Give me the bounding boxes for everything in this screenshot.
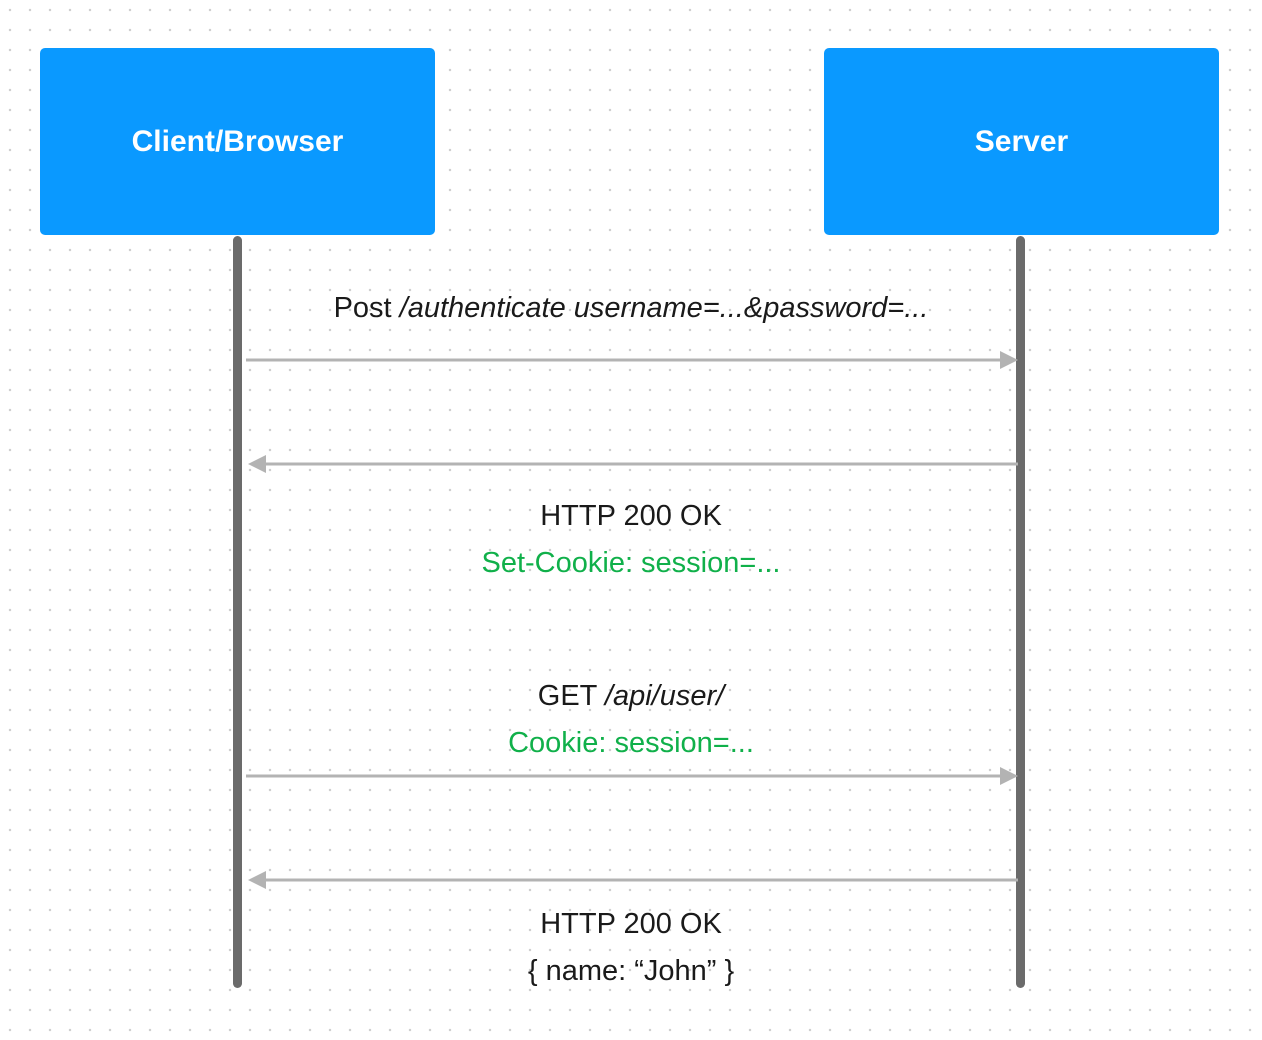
authenticate-request-label: Post /authenticate username=...&password… [0, 291, 1262, 325]
response-body: { name: “John” } [527, 955, 735, 987]
request-path: /api/user/ [604, 680, 725, 712]
get-user-response-status: HTTP 200 OK [540, 908, 722, 940]
arrow-authenticate-request [246, 351, 1018, 369]
server-lifeline [1016, 236, 1025, 988]
set-cookie-header: Set-Cookie: session=... [481, 547, 781, 579]
arrow-authenticate-response [248, 455, 1018, 473]
request-method: Post [333, 292, 392, 324]
cookie-header: Cookie: session=... [508, 727, 754, 759]
arrow-get-user-request [246, 767, 1018, 785]
server-actor: Server [824, 48, 1219, 235]
get-user-request-label: GET /api/user/ [0, 679, 1262, 713]
server-label: Server [974, 124, 1069, 158]
authenticate-response-status: HTTP 200 OK [540, 500, 722, 532]
client-browser-label: Client/Browser [131, 124, 344, 158]
client-lifeline [233, 236, 242, 988]
arrow-get-user-response [248, 871, 1018, 889]
client-browser-actor: Client/Browser [40, 48, 435, 235]
request-method: GET [537, 680, 597, 712]
request-path: /authenticate username=...&password=... [399, 292, 929, 324]
